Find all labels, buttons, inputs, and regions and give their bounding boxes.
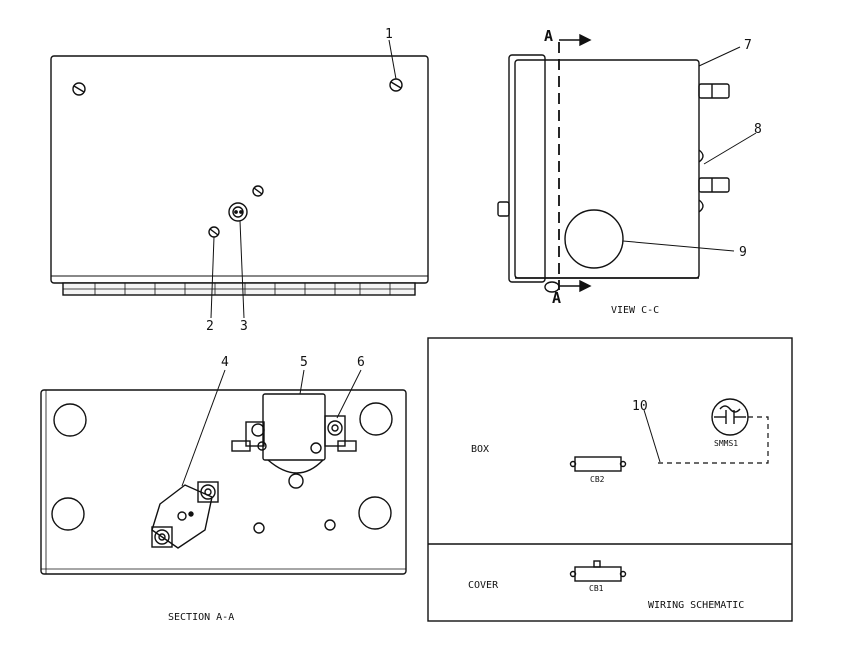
callout-6: 6 — [357, 355, 365, 370]
terminal-left-icon — [231, 421, 267, 452]
fitting-upper-icon — [698, 83, 730, 99]
leader-4 — [181, 369, 226, 487]
leader-6 — [336, 369, 362, 419]
schematic-cover-label: COVER — [468, 580, 499, 591]
section-arrow-bottom-icon — [559, 279, 592, 293]
corner-hole-top-left — [53, 403, 87, 437]
caption-view-cc: VIEW C-C — [611, 305, 659, 316]
leader-10 — [643, 409, 661, 463]
callout-4: 4 — [221, 355, 229, 370]
section-aa-view — [40, 369, 407, 575]
breaker-body — [262, 393, 326, 489]
small-screw-icon — [252, 185, 264, 197]
terminal-right-icon — [310, 415, 357, 454]
corner-hole-bottom-right — [358, 496, 392, 530]
vent-bump — [698, 149, 704, 163]
leader-9 — [622, 240, 735, 252]
wiring-loop — [658, 416, 769, 464]
side-knob — [497, 201, 510, 217]
leader-8 — [703, 132, 757, 165]
side-view — [497, 33, 757, 293]
corner-hole-bottom-left — [51, 497, 85, 531]
corner-hole-top-right — [359, 402, 393, 436]
leader-1 — [388, 39, 397, 80]
caption-wiring-schematic: WIRING SCHEMATIC — [648, 600, 744, 611]
callout-9: 9 — [739, 245, 747, 260]
callout-5: 5 — [300, 355, 308, 370]
cb1-breaker-icon — [569, 560, 627, 582]
schematic-switch-label: SMMS1 — [714, 439, 738, 448]
leader-2 — [210, 236, 215, 319]
cover-screw-left-icon — [72, 82, 86, 96]
cover-screw-right-icon — [389, 78, 403, 92]
callout-2: 2 — [206, 319, 214, 334]
schematic-box-label: BOX — [471, 444, 489, 455]
leader-5 — [299, 369, 305, 395]
mount-screw-icon — [208, 226, 220, 238]
leader-7 — [698, 46, 741, 67]
round-component — [564, 209, 624, 269]
callout-10: 10 — [632, 399, 648, 414]
schematic-cb2-label: CB2 — [590, 475, 605, 484]
caption-section-aa: SECTION A-A — [168, 612, 234, 623]
smms1-switch-icon — [711, 398, 749, 436]
hinge-strip — [62, 282, 416, 296]
callout-7: 7 — [744, 38, 752, 53]
callout-8: 8 — [754, 122, 762, 137]
fitting-lower-icon — [698, 177, 730, 193]
wiring-schematic — [427, 337, 793, 622]
schematic-cb1-label: CB1 — [589, 584, 604, 593]
switch-plate-icon — [151, 481, 219, 549]
section-marker-top: A — [544, 27, 553, 45]
callout-1: 1 — [385, 27, 393, 42]
labels: 1 2 3 4 5 6 7 8 9 10 A A VIEW C-C SECTIO… — [168, 27, 762, 623]
section-arrow-top-icon — [559, 33, 592, 47]
callout-3: 3 — [240, 319, 248, 334]
reset-button-icon — [228, 202, 248, 222]
leader-3 — [239, 220, 245, 319]
cb2-breaker-icon — [569, 456, 627, 472]
front-view — [50, 39, 429, 319]
front-view-housing — [50, 55, 429, 284]
schematic-frame — [427, 337, 793, 622]
small-hole-left — [253, 522, 265, 534]
hinge-knuckle-icon — [544, 281, 560, 293]
section-marker-bottom: A — [552, 289, 561, 307]
small-hole-right — [324, 519, 336, 531]
front-panel — [508, 54, 546, 283]
section-outer-frame — [40, 389, 407, 575]
